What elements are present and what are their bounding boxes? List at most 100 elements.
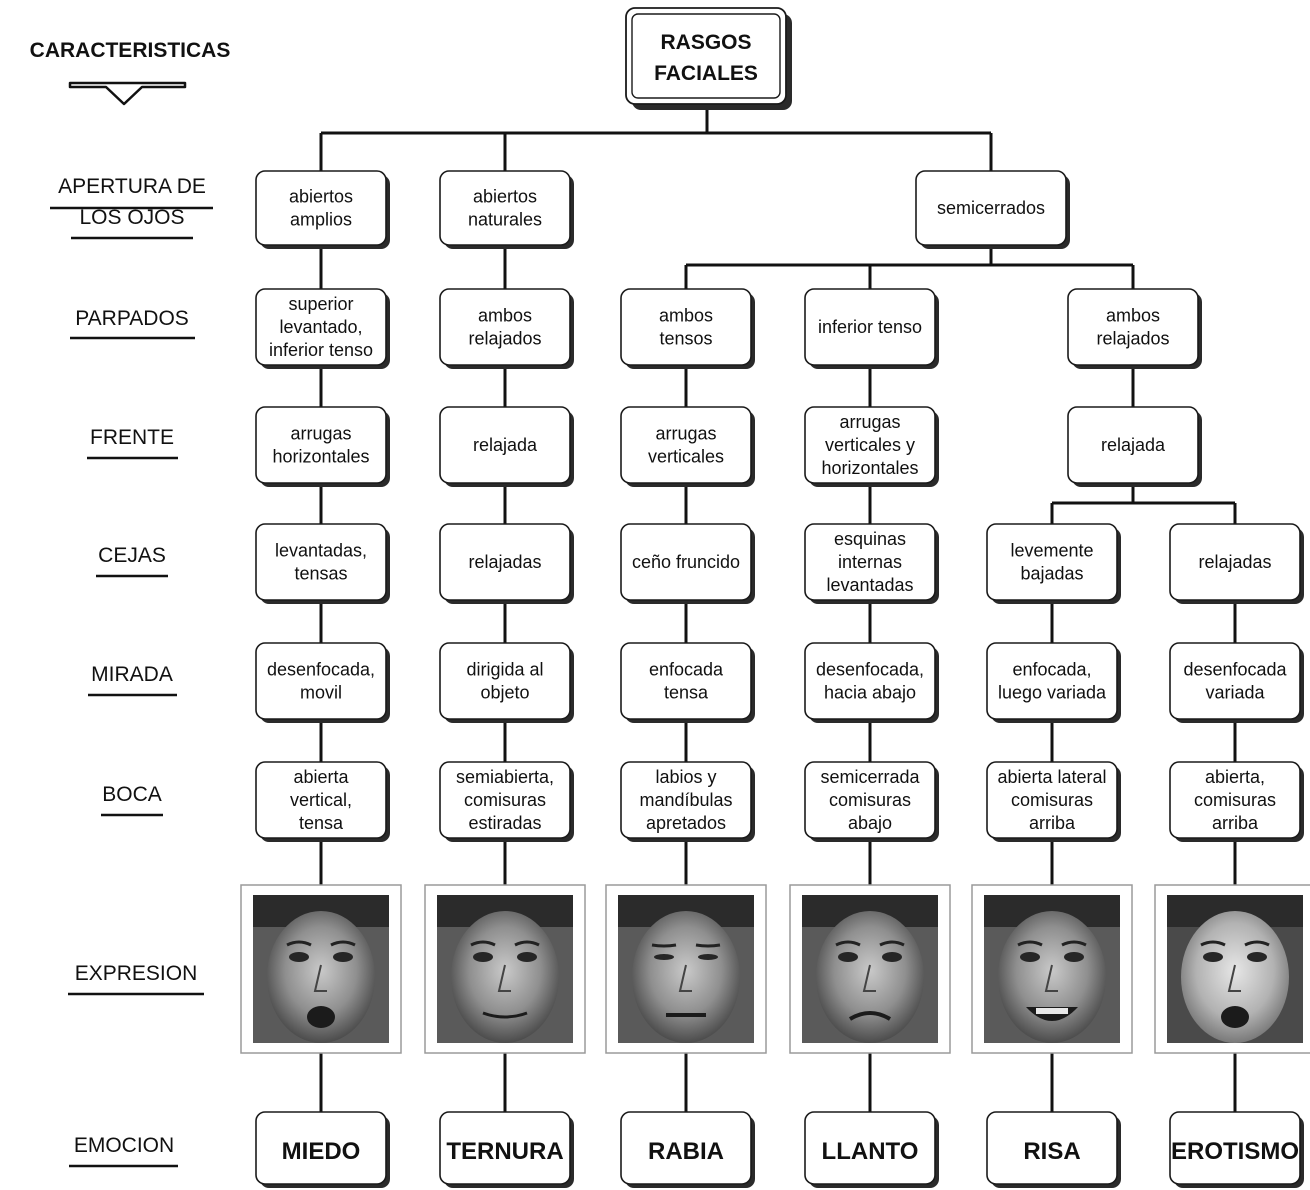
node-boca-llanto: semicerrada comisuras abajo [804, 761, 939, 842]
node-boca-risa-line-2: comisuras [1011, 790, 1093, 810]
node-parp-miedo-line-1: superior [288, 294, 353, 314]
emotion-label-rabia: RABIA [648, 1138, 724, 1165]
node-parp-rabia-line-2: tensos [659, 329, 712, 349]
face-photo-ternura [424, 884, 586, 1054]
node-frente-llanto-line-3: horizontales [821, 458, 918, 478]
node-frente-risa-erot-line-1: relajada [1101, 435, 1166, 455]
node-mirada-erotismo-line-2: variada [1205, 683, 1265, 703]
node-mirada-miedo-line-2: movil [300, 683, 342, 703]
node-frente-risa-erot: relajada [1067, 406, 1202, 487]
node-parp-ternura-line-2: relajados [468, 329, 541, 349]
node-mirada-rabia-line-2: tensa [664, 683, 709, 703]
node-cejas-erotismo: relajadas [1169, 523, 1304, 604]
emotion-label-risa: RISA [1023, 1138, 1080, 1165]
face-photo-erotismo [1154, 884, 1310, 1054]
node-mirada-rabia-line-1: enfocada [649, 660, 724, 680]
node-parp-ternura: ambos relajados [439, 288, 574, 369]
tree-connectors [319, 108, 1237, 1112]
feature-nodes: abiertosampliosabiertosnaturalessemicerr… [255, 170, 1304, 842]
node-mirada-risa-line-1: enfocada, [1012, 660, 1091, 680]
node-boca-miedo-line-2: vertical, [290, 790, 352, 810]
node-boca-llanto-line-2: comisuras [829, 790, 911, 810]
row-label-expresion: EXPRESION [68, 962, 204, 996]
node-ojos-semicerrados: semicerrados [915, 170, 1070, 249]
row-label-apertura-line-2: LOS OJOS [79, 206, 184, 229]
node-mirada-ternura-line-2: objeto [480, 683, 529, 703]
node-parp-miedo: superior levantado, inferior tenso [255, 288, 390, 369]
emotion-label-miedo: MIEDO [282, 1138, 361, 1165]
emotion-box-risa: RISA [986, 1111, 1121, 1188]
node-frente-miedo-line-1: arrugas [290, 424, 351, 444]
node-cejas-erotismo-line-1: relajadas [1198, 552, 1271, 572]
node-cejas-miedo-line-1: levantadas, [275, 541, 367, 561]
emotion-label-erotismo: EROTISMO [1171, 1138, 1299, 1165]
node-mirada-miedo: desenfocada, movil [255, 642, 390, 723]
node-boca-risa-line-1: abierta lateral [997, 767, 1106, 787]
face-photo-rabia [605, 884, 767, 1054]
down-arrow-icon [68, 81, 187, 106]
row-label-parpados: PARPADOS [70, 307, 195, 340]
row-label-cejas: CEJAS [96, 544, 168, 578]
node-parp-rabia-line-1: ambos [659, 306, 713, 326]
node-parp-miedo-line-2: levantado, [279, 317, 362, 337]
node-cejas-llanto-line-2: internas [838, 552, 902, 572]
node-mirada-risa-line-2: luego variada [998, 683, 1107, 703]
node-parp-rabia: ambos tensos [620, 288, 755, 369]
node-mirada-llanto: desenfocada,hacia abajo [804, 642, 939, 723]
node-cejas-miedo: levantadas,tensas [255, 523, 390, 604]
node-cejas-ternura-line-1: relajadas [468, 552, 541, 572]
row-label-parpados-line-1: PARPADOS [75, 307, 189, 330]
node-mirada-miedo-line-1: desenfocada, [267, 660, 375, 680]
node-parp-risa-erot-line-1: ambos [1106, 306, 1160, 326]
node-mirada-ternura-line-1: dirigida al [466, 660, 543, 680]
emotion-box-rabia: RABIA [620, 1111, 755, 1188]
header-label: CARACTERISTICAS [30, 39, 231, 62]
node-parp-ternura-line-1: ambos [478, 306, 532, 326]
node-mirada-ternura: dirigida al objeto [439, 642, 574, 723]
node-parp-miedo-line-3: inferior tenso [269, 340, 373, 360]
face-photo-risa [971, 884, 1133, 1054]
row-label-boca: BOCA [101, 783, 163, 817]
node-frente-llanto-line-2: verticales y [825, 435, 915, 455]
node-mirada-erotismo-line-1: desenfocada [1183, 660, 1287, 680]
row-label-frente: FRENTE [87, 426, 178, 460]
emotion-box-miedo: MIEDO [255, 1111, 390, 1188]
emotion-label-ternura: TERNURA [446, 1138, 563, 1165]
face-photo-miedo [240, 884, 402, 1054]
node-boca-llanto-line-1: semicerrada [820, 767, 920, 787]
node-ojos-naturales-line-2: naturales [468, 210, 542, 230]
node-boca-rabia-line-1: labios y [655, 767, 716, 787]
node-cejas-risa-line-1: levemente [1010, 541, 1093, 561]
node-boca-miedo-line-3: tensa [299, 813, 344, 833]
node-boca-erotismo-line-2: comisuras [1194, 790, 1276, 810]
node-cejas-risa: levemente bajadas [986, 523, 1121, 604]
header-characteristics: CARACTERISTICAS [30, 39, 231, 106]
emotion-box-ternura: TERNURA [439, 1111, 574, 1188]
node-ojos-amplios-line-2: amplios [290, 210, 352, 230]
row-label-emocion-line-1: EMOCION [74, 1134, 174, 1157]
row-label-mirada-line-1: MIRADA [91, 663, 173, 686]
node-ojos-semicerrados-line-1: semicerrados [937, 198, 1045, 218]
node-mirada-risa: enfocada, luego variada [986, 642, 1121, 723]
node-boca-rabia-line-3: apretados [646, 813, 726, 833]
node-frente-rabia-line-1: arrugas [655, 424, 716, 444]
node-cejas-risa-line-2: bajadas [1020, 564, 1083, 584]
node-parp-llanto-line-1: inferior tenso [818, 317, 922, 337]
node-cejas-rabia: ceño fruncido [620, 523, 755, 604]
node-cejas-llanto-line-3: levantadas [826, 575, 913, 595]
node-boca-llanto-line-3: abajo [848, 813, 892, 833]
